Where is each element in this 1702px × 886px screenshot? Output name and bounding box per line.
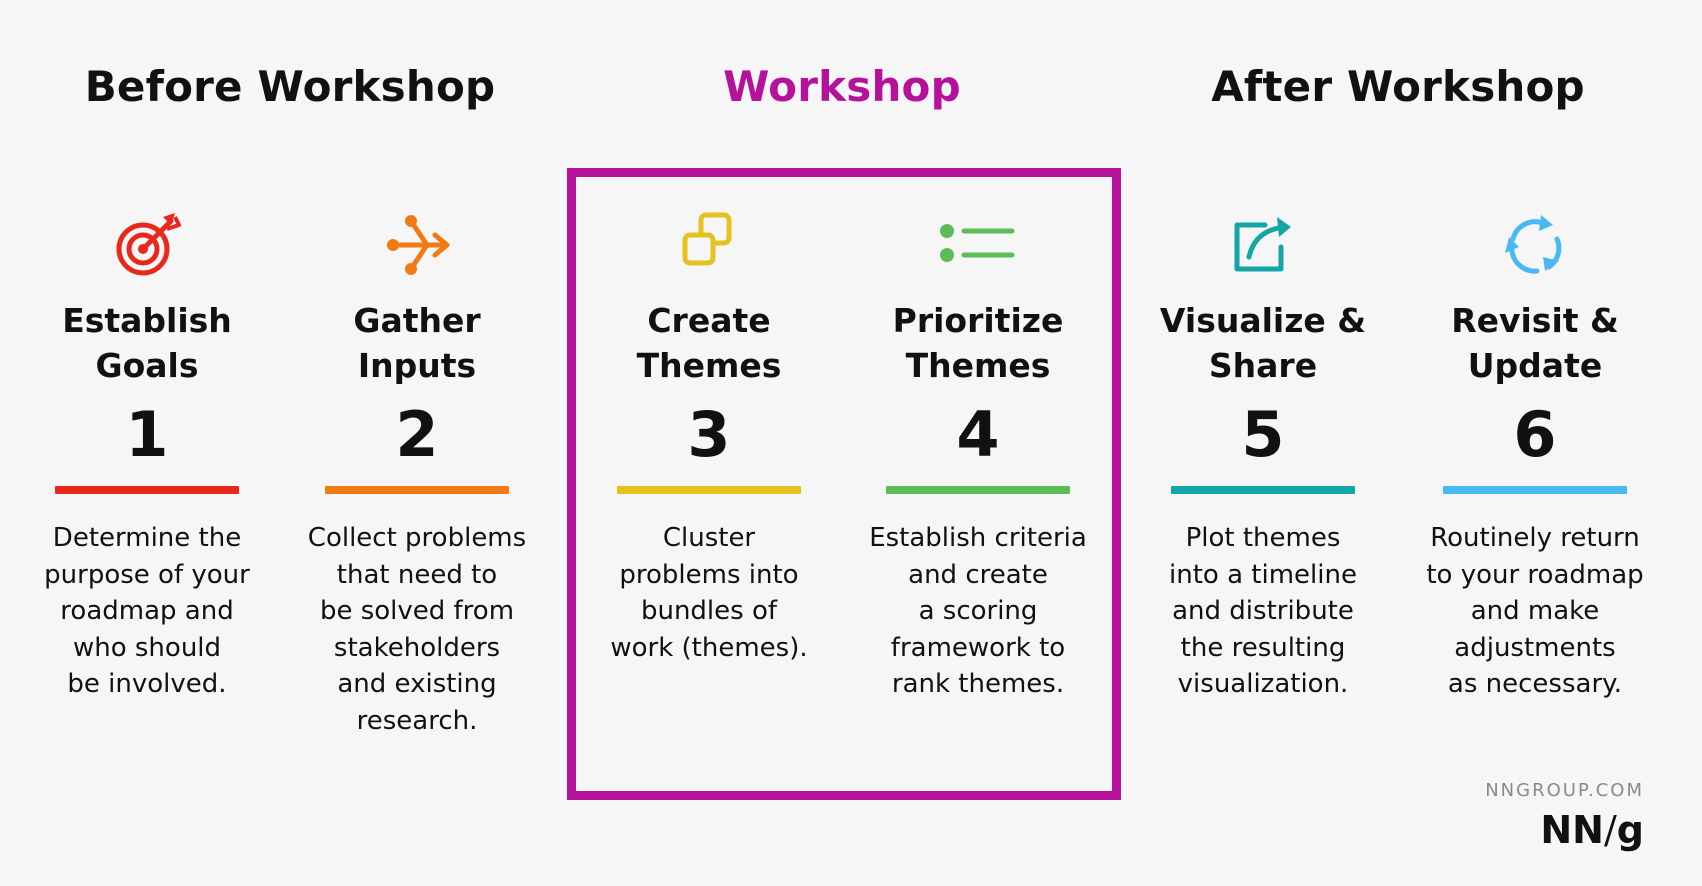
step-number: 1 [125,398,169,471]
workshop-frame [567,168,1121,800]
target-icon [22,200,272,290]
overlapping-squares-icon [584,200,834,290]
step-color-rule [55,486,239,494]
phase-title-workshop: Workshop [723,62,961,111]
step-number: 2 [395,398,439,471]
list-icon [853,200,1103,290]
step-number: 3 [687,398,731,471]
step-number: 6 [1513,398,1557,471]
brand-url: NNGROUP.COM [1485,780,1644,801]
step-color-rule [617,486,801,494]
step-color-rule [1171,486,1355,494]
phase-title-before: Before Workshop [84,62,496,111]
share-arrow-icon [1138,200,1388,290]
refresh-cycle-icon [1410,200,1660,290]
step-title: Visualize &Share [1159,301,1367,385]
nng-logo: NN/g [1540,808,1644,852]
step-color-rule [1443,486,1627,494]
phase-title-after: After Workshop [1211,62,1585,111]
step-number: 5 [1241,398,1285,471]
step-color-rule [886,486,1070,494]
branch-arrows-icon [292,200,542,290]
step-number: 4 [956,398,1000,471]
step-color-rule [325,486,509,494]
step-title: Revisit &Update [1451,301,1619,385]
